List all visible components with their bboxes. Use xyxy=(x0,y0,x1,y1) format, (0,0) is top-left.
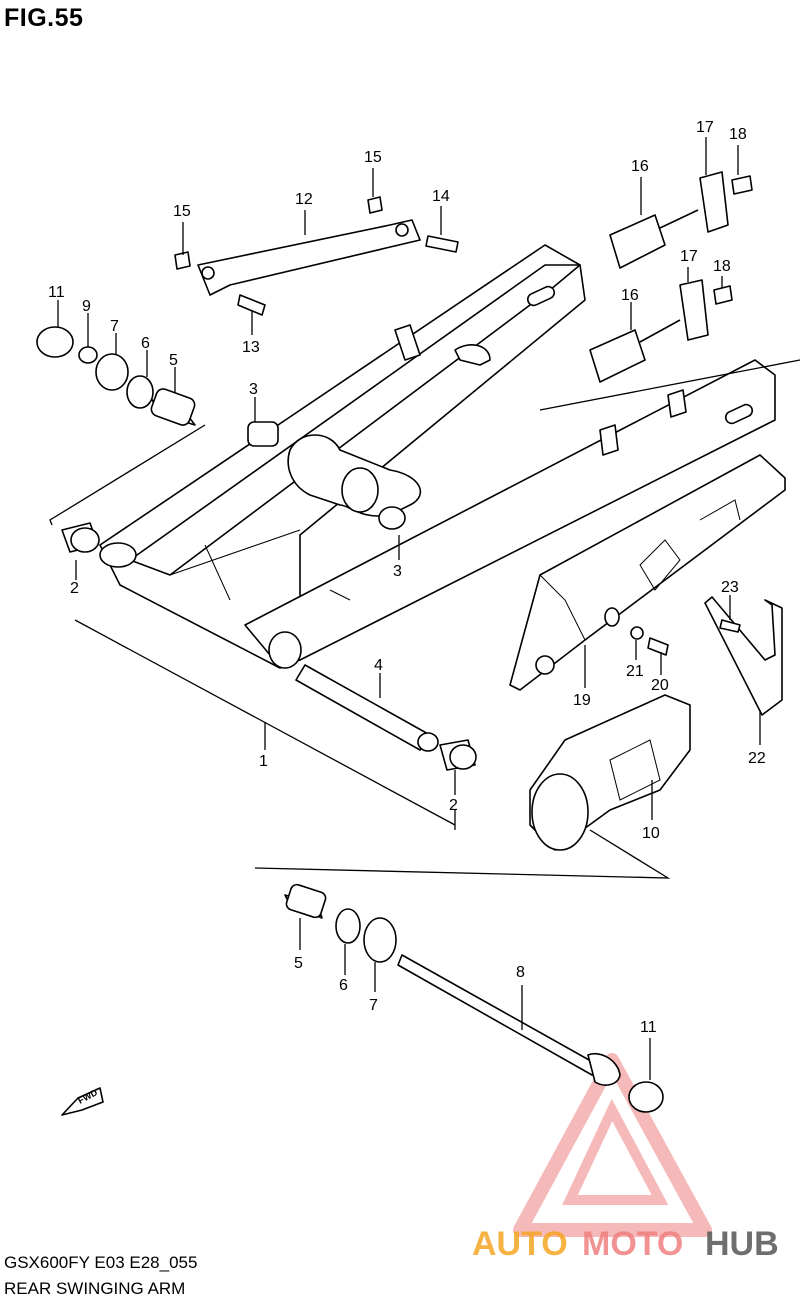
bracket-22 xyxy=(704,596,783,716)
callout-4: 4 xyxy=(374,657,383,674)
chain-adjuster-upper xyxy=(609,171,753,269)
watermark-text-moto: MOTO xyxy=(582,1225,683,1263)
callout-7-upper: 7 xyxy=(110,318,119,335)
callout-11-upper: 11 xyxy=(48,284,65,301)
watermark-logo xyxy=(513,1053,712,1237)
swing-arm-body xyxy=(99,244,776,669)
callout-17-lower: 17 xyxy=(680,248,698,265)
callout-8: 8 xyxy=(516,964,525,981)
bolt-23 xyxy=(719,619,741,633)
fwd-arrow-icon: FWD xyxy=(61,1087,104,1116)
callout-18-upper: 18 xyxy=(729,126,747,143)
callout-3-lower: 3 xyxy=(393,563,402,580)
bushing-3-lower xyxy=(378,506,406,530)
callout-14: 14 xyxy=(432,188,450,205)
nut-11-lower xyxy=(628,1081,664,1113)
callout-1: 1 xyxy=(259,753,268,770)
callout-19: 19 xyxy=(573,692,591,709)
leader-lines xyxy=(57,137,761,1080)
model-code: GSX600FY E03 E28_055 xyxy=(4,1253,198,1272)
callout-11-lower: 11 xyxy=(640,1019,657,1036)
watermark-text-hub: HUB xyxy=(705,1225,779,1263)
callout-21: 21 xyxy=(626,663,644,680)
callout-10: 10 xyxy=(642,825,660,842)
chain-guard-10 xyxy=(529,694,691,851)
figure-title: FIG.55 xyxy=(4,4,84,32)
callout-9: 9 xyxy=(82,298,91,315)
watermark-text: AUTO MOTO HUB xyxy=(472,1225,779,1263)
bolt-20 xyxy=(647,637,669,656)
bushing-2-left xyxy=(61,522,100,553)
chain-adjuster-lower xyxy=(589,279,733,383)
callout-5-lower: 5 xyxy=(294,955,303,972)
left-stack-parts xyxy=(36,326,196,426)
callout-3-upper: 3 xyxy=(249,381,258,398)
bushing-3-upper xyxy=(247,421,279,447)
lower-spacers xyxy=(284,883,397,963)
washer-21 xyxy=(630,626,644,640)
callout-7-lower: 7 xyxy=(369,997,378,1014)
callout-6-lower: 6 xyxy=(339,977,348,994)
callout-15-right: 15 xyxy=(364,149,382,166)
torque-link-12 xyxy=(174,196,459,316)
axle-8 xyxy=(397,954,621,1086)
callout-2-left: 2 xyxy=(70,580,79,597)
assembly-name: REAR SWINGING ARM xyxy=(4,1279,186,1298)
callout-13: 13 xyxy=(242,339,260,356)
callout-12: 12 xyxy=(295,191,313,208)
callout-22: 22 xyxy=(748,750,766,767)
callout-16-lower: 16 xyxy=(621,287,639,304)
callout-16-upper: 16 xyxy=(631,158,649,175)
callout-15-left: 15 xyxy=(173,203,191,220)
assembly-lines xyxy=(49,359,800,879)
chain-cover-19 xyxy=(509,454,786,691)
callout-18-lower: 18 xyxy=(713,258,731,275)
callout-6-upper: 6 xyxy=(141,335,150,352)
callout-2-right: 2 xyxy=(449,797,458,814)
bushing-2-right xyxy=(439,739,477,771)
spacer-4 xyxy=(295,664,439,752)
watermark-text-auto: AUTO xyxy=(472,1225,568,1263)
callout-17-upper: 17 xyxy=(696,119,714,136)
callout-numbers: 11 9 7 6 5 3 3 2 4 1 2 19 21 20 10 22 23… xyxy=(48,119,766,1036)
callout-5-upper: 5 xyxy=(169,352,178,369)
callout-23: 23 xyxy=(721,579,739,596)
callout-20: 20 xyxy=(651,677,669,694)
